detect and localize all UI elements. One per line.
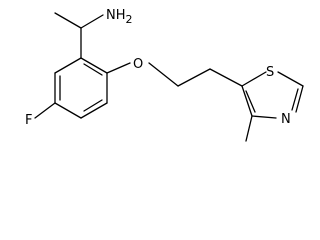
nitrogen-label: N [281, 112, 291, 127]
bond-ring-inner-2 [83, 99, 103, 112]
bond-ring-inner-1 [83, 63, 103, 76]
atom-labels: NH2 O F S N [25, 8, 291, 128]
bond-ch-to-methyl [54, 12, 82, 29]
amine-nh-label: NH [106, 8, 126, 23]
bond-thiazole-c4-c5 [241, 85, 253, 117]
bond-lines [34, 12, 304, 142]
bond-thiazole-s-c2 [277, 71, 304, 87]
bond-thiazole-c2-n [295, 85, 304, 113]
bond-ch-to-nh2 [80, 14, 104, 29]
amine-label: NH2 [106, 8, 133, 26]
bond-oxygen-to-ch2 [148, 62, 179, 87]
fluorine-label: F [25, 113, 32, 128]
chemical-structure-diagram: NH2 O F S N [25, 8, 304, 142]
bond-ring-c1-c2 [80, 57, 108, 74]
bond-thiazole-inner-1 [291, 88, 299, 111]
bond-ch2-to-thiazole [209, 68, 243, 87]
bond-ring-to-fluorine [34, 102, 56, 119]
bond-ring-c3-c4 [80, 102, 108, 119]
bond-thiazole-methyl [245, 115, 253, 142]
bond-ring-c6-c1 [54, 57, 82, 74]
sulfur-label: S [266, 65, 274, 80]
bond-thiazole-inner-2 [245, 90, 256, 113]
bond-thiazole-c5-s [241, 71, 267, 87]
bond-ring-to-oxygen [106, 62, 131, 74]
oxygen-label: O [133, 57, 143, 72]
bond-ch2-to-ch2 [177, 68, 211, 87]
bond-ring-c4-c5 [54, 102, 82, 119]
bond-thiazole-n-c4 [251, 115, 277, 119]
amine-subscript-label: 2 [126, 13, 133, 26]
